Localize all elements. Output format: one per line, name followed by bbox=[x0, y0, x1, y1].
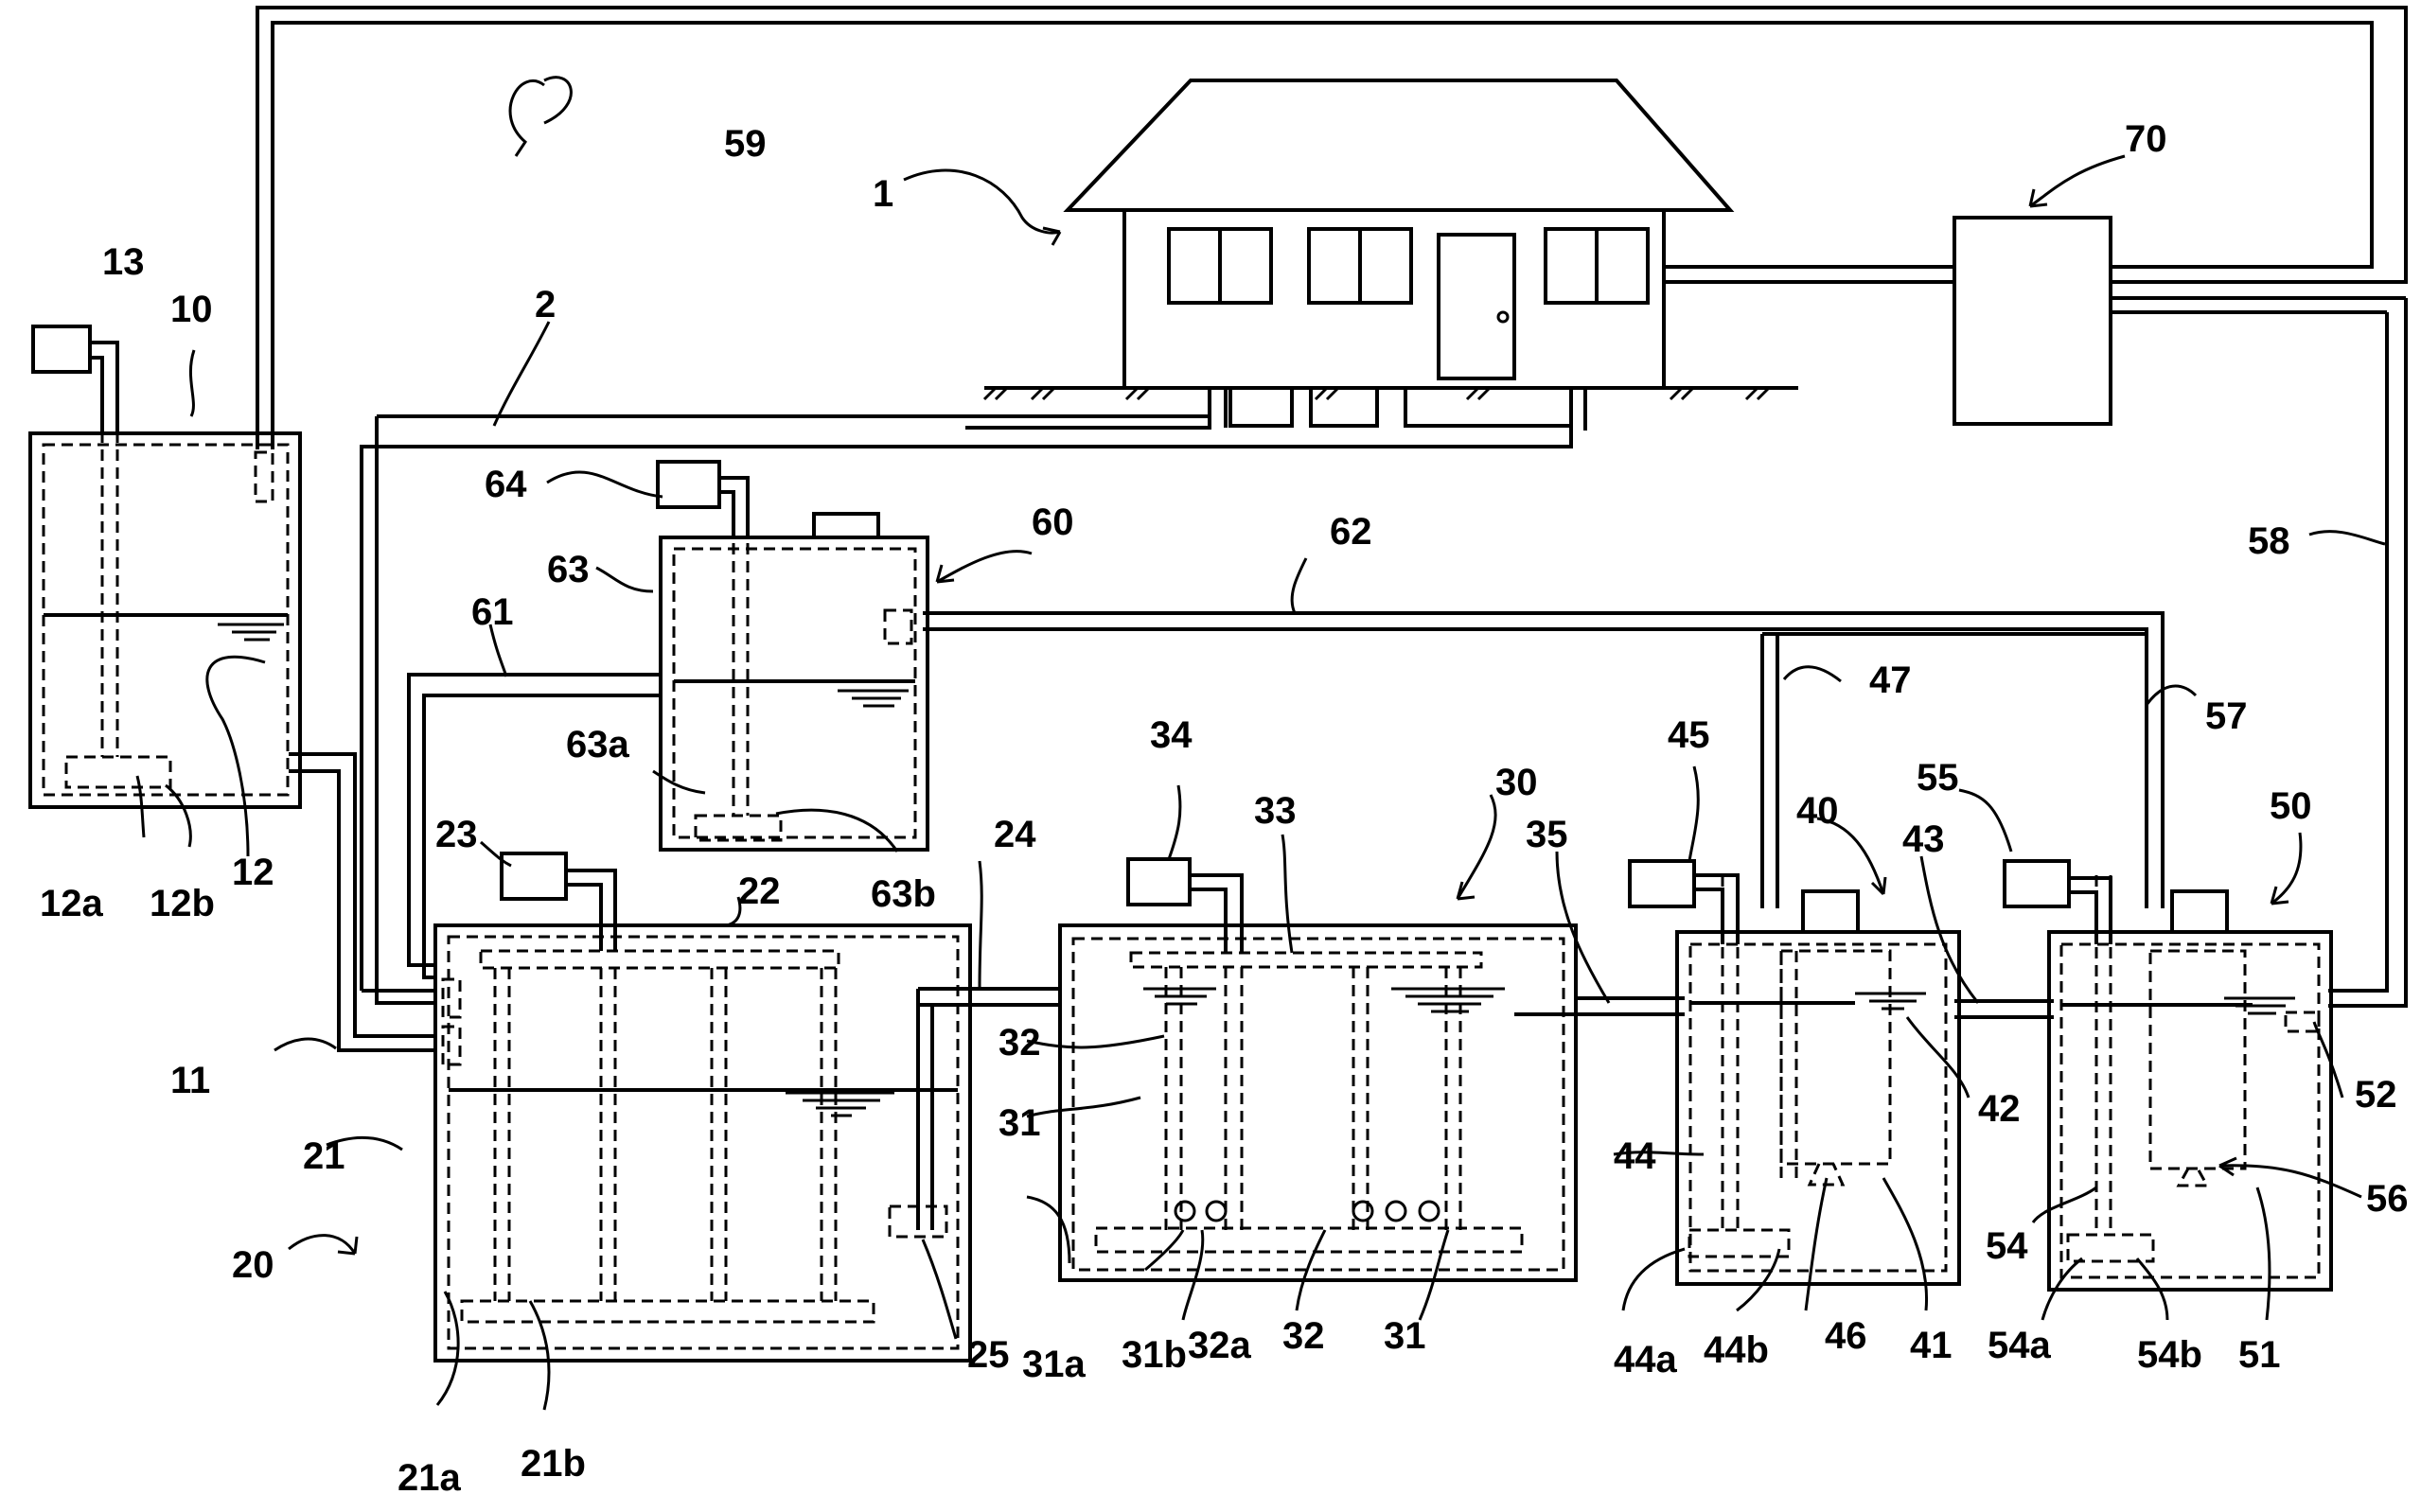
label-45: 45 bbox=[1668, 714, 1710, 756]
house bbox=[360, 79, 1798, 991]
label-11: 11 bbox=[170, 1060, 210, 1101]
tank-50 bbox=[2003, 859, 2333, 1292]
label-12a: 12a bbox=[40, 883, 103, 924]
label-62: 62 bbox=[1330, 511, 1372, 553]
label-24: 24 bbox=[994, 814, 1036, 855]
label-63: 63 bbox=[547, 549, 590, 590]
reference-labels: 1 2 10 11 12 12a 12b 13 20 21 21a 21b 22… bbox=[40, 118, 2409, 1499]
pump-64 bbox=[656, 460, 721, 509]
pump-13 bbox=[31, 325, 92, 374]
label-10: 10 bbox=[170, 289, 213, 330]
label-31: 31 bbox=[998, 1102, 1041, 1144]
pump-55 bbox=[2003, 859, 2071, 908]
tank-10 bbox=[28, 325, 302, 809]
label-43: 43 bbox=[1902, 818, 1945, 860]
label-21a: 21a bbox=[398, 1457, 461, 1499]
label-21: 21 bbox=[303, 1135, 345, 1177]
label-46: 46 bbox=[1825, 1315, 1867, 1357]
label-23: 23 bbox=[435, 814, 478, 855]
label-1: 1 bbox=[873, 173, 893, 215]
label-54: 54 bbox=[1986, 1225, 2028, 1267]
label-12: 12 bbox=[232, 852, 274, 893]
pump-34 bbox=[1126, 857, 1192, 906]
label-34: 34 bbox=[1150, 714, 1193, 756]
label-44a: 44a bbox=[1614, 1339, 1677, 1380]
label-32a: 32a bbox=[1188, 1325, 1251, 1366]
label-56: 56 bbox=[2366, 1178, 2409, 1220]
label-63b: 63b bbox=[871, 873, 936, 915]
label-63a: 63a bbox=[566, 724, 629, 765]
label-50: 50 bbox=[2270, 785, 2312, 827]
control-unit-70 bbox=[1953, 216, 2112, 426]
label-59: 59 bbox=[724, 123, 767, 165]
label-41: 41 bbox=[1910, 1325, 1953, 1366]
label-31-lower: 31 bbox=[1384, 1315, 1426, 1357]
label-64: 64 bbox=[485, 464, 527, 505]
tank-40 bbox=[1628, 859, 1961, 1286]
label-20: 20 bbox=[232, 1244, 274, 1286]
tank-30 bbox=[1058, 857, 1578, 1282]
label-54b: 54b bbox=[2137, 1334, 2202, 1376]
label-47: 47 bbox=[1869, 659, 1912, 701]
label-30: 30 bbox=[1495, 762, 1538, 803]
label-31b: 31b bbox=[1122, 1334, 1187, 1376]
label-44b: 44b bbox=[1704, 1329, 1769, 1371]
label-70: 70 bbox=[2125, 118, 2167, 160]
label-35: 35 bbox=[1526, 814, 1568, 855]
label-2: 2 bbox=[535, 284, 556, 325]
label-40: 40 bbox=[1796, 790, 1839, 832]
leader-lines bbox=[135, 76, 2386, 1411]
tank-20 bbox=[433, 852, 972, 1363]
label-25: 25 bbox=[967, 1334, 1010, 1376]
label-13: 13 bbox=[102, 241, 145, 283]
label-54a: 54a bbox=[1988, 1325, 2051, 1366]
label-52: 52 bbox=[2355, 1074, 2397, 1116]
label-44: 44 bbox=[1614, 1135, 1656, 1177]
label-42: 42 bbox=[1978, 1088, 2021, 1130]
label-21b: 21b bbox=[521, 1443, 586, 1485]
ground-hatch bbox=[982, 386, 1771, 401]
label-55: 55 bbox=[1917, 757, 1959, 799]
label-60: 60 bbox=[1032, 501, 1074, 543]
label-57: 57 bbox=[2205, 695, 2248, 737]
pipe-network bbox=[256, 6, 2408, 1230]
tank-60 bbox=[656, 460, 929, 852]
label-31a: 31a bbox=[1022, 1344, 1086, 1385]
pump-23 bbox=[500, 852, 568, 901]
label-32-lower: 32 bbox=[1282, 1315, 1325, 1357]
pump-45 bbox=[1628, 859, 1696, 908]
label-33: 33 bbox=[1254, 790, 1297, 832]
label-51: 51 bbox=[2238, 1334, 2281, 1376]
label-32: 32 bbox=[998, 1022, 1041, 1064]
label-12b: 12b bbox=[150, 883, 215, 924]
label-61: 61 bbox=[471, 591, 514, 633]
label-22: 22 bbox=[738, 870, 781, 912]
label-58: 58 bbox=[2248, 520, 2290, 562]
